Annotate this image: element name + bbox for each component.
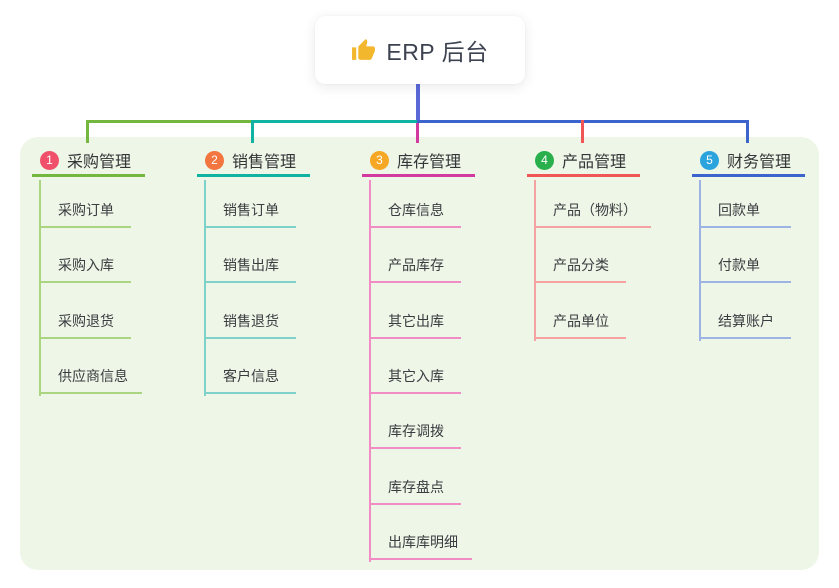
root-title: ERP 后台 — [386, 39, 489, 65]
child-node[interactable]: 采购入库 — [39, 251, 131, 284]
branch-number-badge: 2 — [205, 150, 224, 170]
branch-number-badge: 1 — [40, 150, 59, 170]
child-label: 产品分类 — [553, 257, 609, 274]
child-label: 出库库明细 — [388, 533, 458, 550]
child-node[interactable]: 其它出库 — [369, 307, 461, 339]
children-connector-line — [369, 180, 371, 562]
child-node[interactable]: 其它入库 — [369, 362, 461, 394]
connector-branch1-horizontal — [87, 120, 253, 123]
branch-node-4[interactable]: 4 产品管理 — [527, 146, 640, 177]
branch-node-2[interactable]: 2 销售管理 — [197, 146, 310, 177]
child-node[interactable]: 销售退货 — [204, 307, 296, 339]
child-node[interactable]: 产品（物料） — [534, 196, 651, 228]
child-node[interactable]: 出库库明细 — [369, 528, 472, 560]
connector-branch2-horizontal — [252, 120, 418, 123]
child-node[interactable]: 产品库存 — [369, 251, 461, 284]
child-label: 产品库存 — [388, 257, 444, 274]
connector-branch2-drop — [251, 120, 254, 143]
child-label: 销售退货 — [223, 312, 279, 329]
child-node[interactable]: 仓库信息 — [369, 196, 461, 228]
child-label: 采购退货 — [58, 312, 114, 329]
child-label: 采购入库 — [58, 257, 114, 274]
branch-label: 库存管理 — [397, 154, 462, 171]
child-label: 付款单 — [718, 257, 760, 274]
child-node[interactable]: 库存调拨 — [369, 417, 461, 450]
connector-branch5-drop — [746, 120, 749, 143]
child-node[interactable]: 结算账户 — [699, 307, 791, 339]
branch-number-badge: 5 — [700, 150, 719, 170]
branch-number-badge: 3 — [370, 150, 389, 170]
child-node[interactable]: 产品单位 — [534, 307, 626, 339]
connector-branch1-drop — [86, 120, 89, 143]
branch-node-3[interactable]: 3 库存管理 — [362, 146, 475, 177]
child-label: 供应商信息 — [58, 367, 128, 384]
child-node[interactable]: 付款单 — [699, 251, 791, 284]
children-connector-line — [534, 180, 536, 341]
branches-panel — [20, 137, 819, 570]
child-node[interactable]: 供应商信息 — [39, 362, 142, 394]
branch-node-1[interactable]: 1 采购管理 — [32, 146, 145, 177]
root-node[interactable]: ERP 后台 — [315, 16, 525, 84]
child-label: 其它入库 — [388, 367, 444, 384]
branch-label: 产品管理 — [562, 154, 627, 171]
child-node[interactable]: 销售出库 — [204, 251, 296, 284]
branch-number-badge: 4 — [535, 150, 554, 170]
child-node[interactable]: 采购订单 — [39, 196, 131, 228]
branch-label: 财务管理 — [727, 154, 792, 171]
child-node[interactable]: 回款单 — [699, 196, 791, 228]
child-node[interactable]: 销售订单 — [204, 196, 296, 228]
branch-node-5[interactable]: 5 财务管理 — [692, 146, 805, 177]
branch-label: 采购管理 — [67, 154, 132, 171]
root-trunk-line — [416, 84, 420, 121]
children-connector-line — [39, 180, 41, 396]
child-label: 仓库信息 — [388, 202, 444, 218]
child-node[interactable]: 采购退货 — [39, 307, 131, 339]
child-label: 销售订单 — [223, 202, 279, 218]
child-node[interactable]: 产品分类 — [534, 251, 626, 284]
child-label: 库存盘点 — [388, 478, 444, 495]
child-label: 采购订单 — [58, 202, 114, 218]
child-node[interactable]: 客户信息 — [204, 362, 296, 394]
child-label: 库存调拨 — [388, 423, 444, 440]
connector-branch3-drop — [416, 123, 419, 143]
child-node[interactable]: 库存盘点 — [369, 473, 461, 505]
children-connector-line — [699, 180, 701, 341]
thumbs-up-icon — [351, 38, 376, 63]
child-label: 产品单位 — [553, 312, 609, 329]
branch-label: 销售管理 — [232, 154, 297, 171]
child-label: 回款单 — [718, 202, 760, 218]
child-label: 结算账户 — [718, 312, 774, 329]
child-label: 客户信息 — [223, 367, 279, 384]
children-connector-line — [204, 180, 206, 396]
child-label: 销售出库 — [223, 257, 279, 274]
child-label: 产品（物料） — [553, 202, 637, 218]
child-label: 其它出库 — [388, 312, 444, 329]
connector-branch4-drop — [581, 120, 584, 143]
